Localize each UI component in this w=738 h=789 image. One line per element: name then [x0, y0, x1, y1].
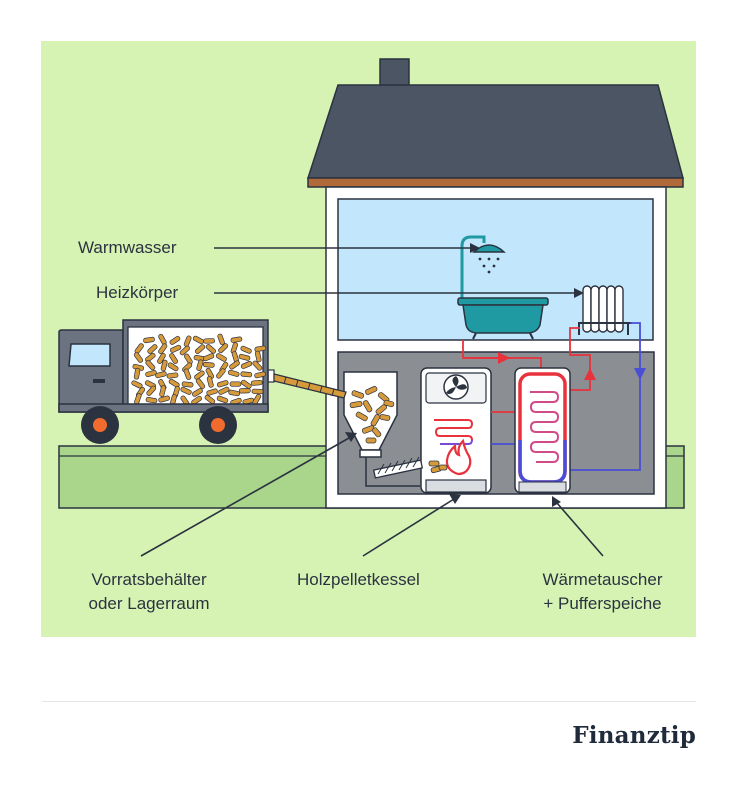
- pellet: [240, 379, 252, 389]
- pellet: [145, 352, 156, 363]
- pellet: [169, 335, 181, 345]
- pellet: [191, 388, 203, 397]
- pellet: [146, 385, 157, 396]
- truck-wheel-rear: [199, 406, 237, 444]
- pellet: [180, 386, 192, 395]
- pellet: [194, 344, 206, 355]
- label-holzpelletkessel: Holzpelletkessel: [297, 570, 420, 589]
- pellet: [202, 353, 215, 362]
- pellet: [252, 360, 263, 371]
- pellet: [143, 336, 155, 344]
- pellet: [169, 353, 179, 364]
- pellet: [133, 352, 144, 363]
- pellet: [218, 343, 229, 354]
- pellet: [179, 345, 190, 356]
- pellet: [202, 361, 215, 368]
- bathtub-icon: [457, 297, 549, 340]
- pellet: [240, 371, 253, 378]
- truck-icon: [58, 319, 269, 444]
- pellet: [167, 362, 179, 372]
- pellet: [238, 388, 251, 394]
- pellet: [206, 376, 214, 388]
- pellet: [158, 343, 168, 355]
- pellet: [206, 388, 218, 396]
- pellet: [240, 360, 253, 369]
- pellet: [254, 371, 266, 379]
- pellet: [133, 367, 141, 380]
- pellet: [192, 335, 205, 345]
- label-waerme-line2: + Pufferspeiche: [543, 594, 662, 613]
- pellet: [147, 344, 158, 354]
- truck-wheel-front: [81, 406, 119, 444]
- footer-divider: [42, 701, 696, 702]
- pellet: [205, 367, 215, 379]
- radiator-icon: [578, 285, 632, 335]
- pellet: [169, 344, 182, 353]
- label-waermetauscher: Wärmetauscher + Pufferspeiche: [520, 568, 685, 616]
- pellet: [254, 345, 267, 352]
- pellet: [230, 336, 243, 343]
- pellet: [157, 352, 166, 364]
- pellet: [158, 395, 170, 403]
- pellet: [228, 389, 241, 397]
- pellet: [195, 378, 206, 389]
- pellet: [166, 372, 179, 379]
- pellet: [229, 360, 240, 370]
- storage-hopper: [343, 371, 424, 487]
- pellet: [251, 388, 264, 395]
- pellet: [159, 385, 167, 397]
- pellet: [183, 335, 192, 347]
- flame-icon: [445, 438, 472, 476]
- pellet: [254, 350, 262, 363]
- pellet: [194, 370, 205, 380]
- pellet: [181, 381, 194, 388]
- shower-icon: [460, 235, 506, 300]
- pellet: [238, 353, 251, 361]
- roof: [306, 84, 684, 179]
- pellet: [250, 379, 263, 386]
- pellet: [160, 359, 168, 372]
- label-warmwasser: Warmwasser: [78, 238, 177, 257]
- leader-lines: [140, 243, 604, 557]
- label-waerme-line1: Wärmetauscher: [542, 570, 663, 589]
- pellet: [216, 395, 229, 404]
- pellet: [216, 380, 229, 388]
- label-vorratsbehaelter: Vorratsbehälter oder Lagerraum: [64, 568, 234, 616]
- pellet-boiler: [420, 367, 517, 494]
- pellet: [217, 333, 225, 346]
- pellet: [155, 371, 167, 379]
- pellet: [145, 360, 156, 371]
- pellet: [196, 359, 204, 371]
- pellet: [215, 353, 227, 362]
- pellet: [183, 368, 192, 380]
- pellet: [229, 381, 242, 387]
- label-vorrat-line2: oder Lagerraum: [88, 594, 210, 613]
- brand-logo: Finanztip: [572, 722, 696, 749]
- label-vorrat-line1: Vorratsbehälter: [91, 570, 207, 589]
- pellet: [227, 369, 240, 377]
- pellet: [145, 370, 157, 378]
- pellet: [145, 397, 158, 404]
- buffer-tank: [514, 367, 571, 494]
- pellet: [218, 386, 230, 395]
- label-heizkoerper: Heizkörper: [96, 283, 179, 302]
- chimney: [379, 58, 410, 88]
- pellet: [240, 345, 252, 354]
- pellet: [203, 338, 215, 344]
- fan-icon: [443, 374, 469, 400]
- pellet: [205, 344, 217, 354]
- pellet: [204, 394, 216, 405]
- pellet: [216, 368, 226, 379]
- cold-pipe-return: [567, 322, 641, 471]
- pellet: [168, 378, 180, 388]
